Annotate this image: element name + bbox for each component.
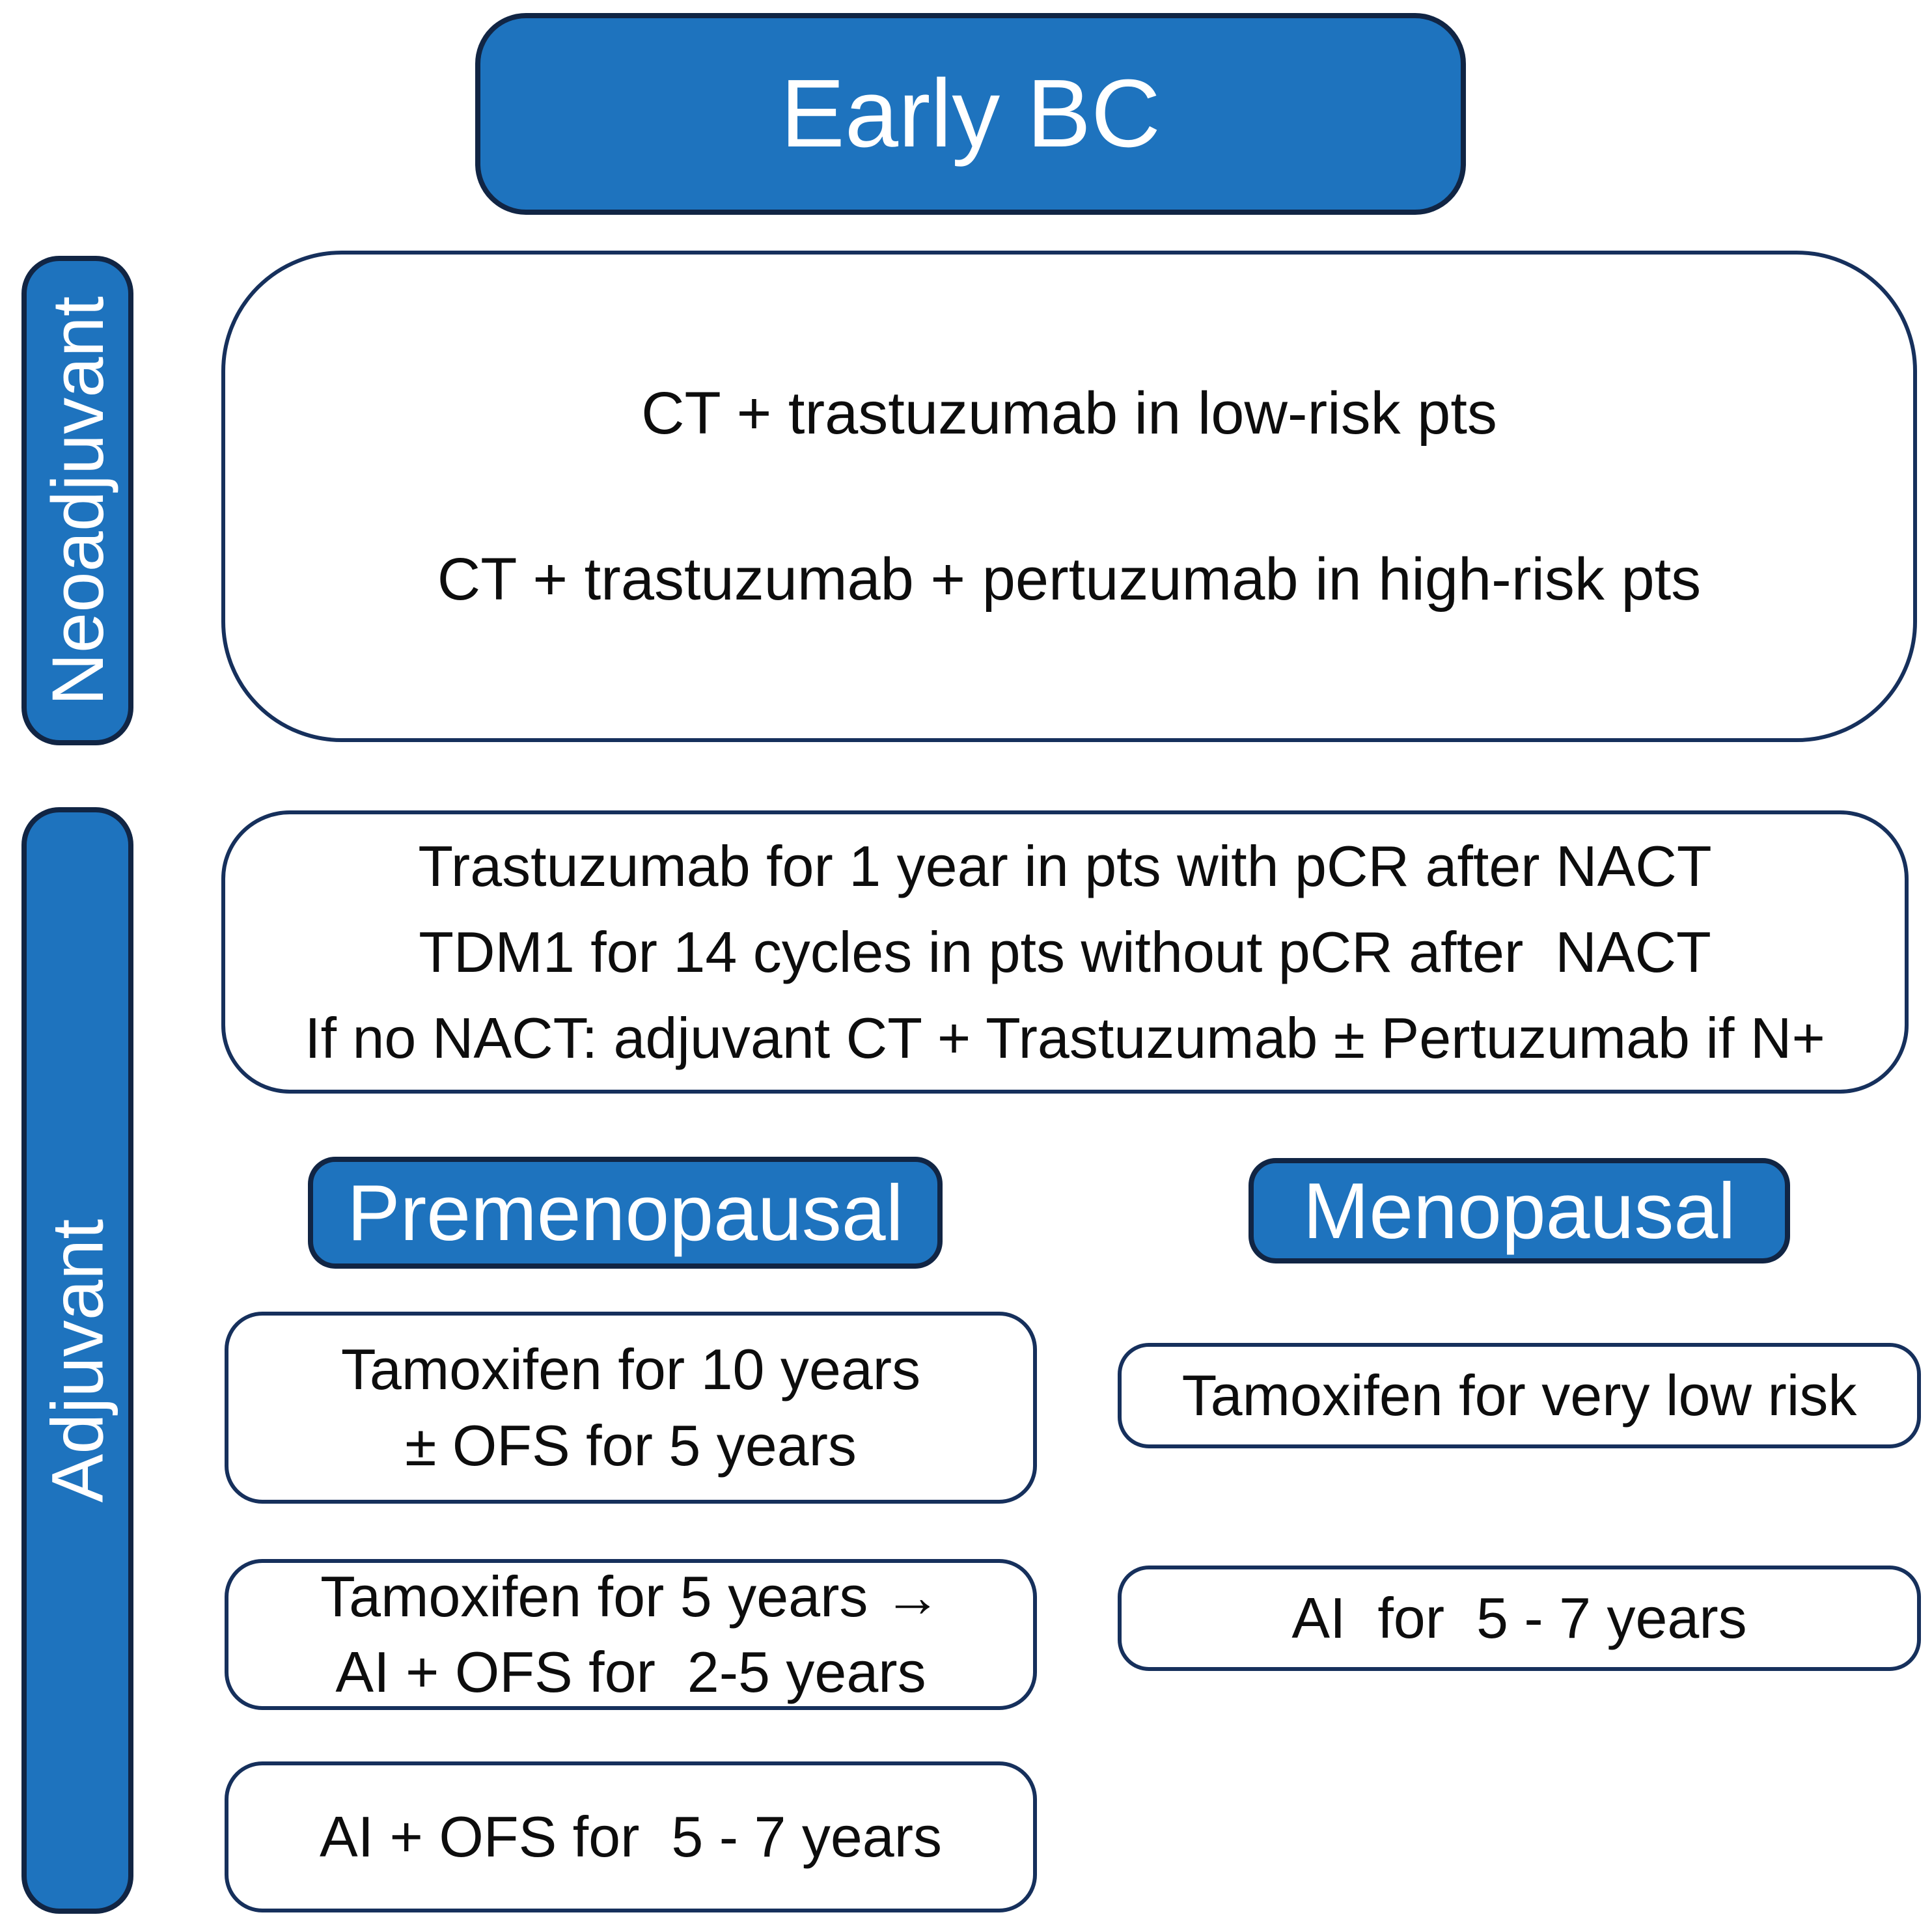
neoadjuvant-regimen-line: CT + trastuzumab + pertuzumab in high-ri… bbox=[437, 545, 1702, 613]
option-line: AI + OFS for 5 - 7 years bbox=[319, 1804, 943, 1869]
option-line: ± OFS for 5 years bbox=[405, 1413, 857, 1478]
menopausal-header-text: Menopausal bbox=[1303, 1166, 1736, 1255]
option-line: AI for 5 - 7 years bbox=[1291, 1585, 1747, 1650]
premenopausal-header: Premenopausal bbox=[308, 1157, 943, 1269]
option-line: Tamoxifen for 10 years bbox=[340, 1337, 921, 1402]
menopausal-option-ai: AI for 5 - 7 years bbox=[1118, 1566, 1921, 1671]
adjuvant-section-label: Adjuvant bbox=[21, 807, 133, 1914]
option-line: Tamoxifen for very low risk bbox=[1181, 1362, 1857, 1428]
early-bc-title: Early BC bbox=[780, 60, 1161, 167]
adjuvant-regimen-line: TDM1 for 14 cycles in pts without pCR af… bbox=[419, 919, 1711, 984]
neoadjuvant-regimen-line: CT + trastuzumab in low-risk pts bbox=[641, 380, 1497, 447]
premenopausal-header-text: Premenopausal bbox=[347, 1168, 904, 1257]
adjuvant-regimen-line: If no NACT: adjuvant CT + Trastuzumab ± … bbox=[305, 1005, 1825, 1070]
menopausal-header: Menopausal bbox=[1249, 1158, 1790, 1263]
adjuvant-regimen-box: Trastuzumab for 1 year in pts with pCR a… bbox=[221, 810, 1909, 1094]
premenopausal-option-tamoxifen-10y: Tamoxifen for 10 years ± OFS for 5 years bbox=[225, 1312, 1037, 1504]
early-bc-node: Early BC bbox=[475, 13, 1466, 215]
premenopausal-option-tamoxifen-5y-switch: Tamoxifen for 5 years → AI + OFS for 2-5… bbox=[225, 1559, 1037, 1710]
option-line: AI + OFS for 2-5 years bbox=[335, 1640, 926, 1704]
neoadjuvant-regimen-box: CT + trastuzumab in low-risk pts CT + tr… bbox=[221, 251, 1917, 742]
option-line: Tamoxifen for 5 years → bbox=[320, 1564, 941, 1629]
neoadjuvant-label-text: Neoadjuvant bbox=[36, 296, 118, 706]
neoadjuvant-section-label: Neoadjuvant bbox=[21, 256, 133, 745]
adjuvant-regimen-line: Trastuzumab for 1 year in pts with pCR a… bbox=[418, 833, 1712, 898]
premenopausal-option-ai-ofs: AI + OFS for 5 - 7 years bbox=[225, 1761, 1037, 1912]
adjuvant-label-text: Adjuvant bbox=[36, 1219, 118, 1502]
menopausal-option-tamoxifen: Tamoxifen for very low risk bbox=[1118, 1343, 1921, 1448]
